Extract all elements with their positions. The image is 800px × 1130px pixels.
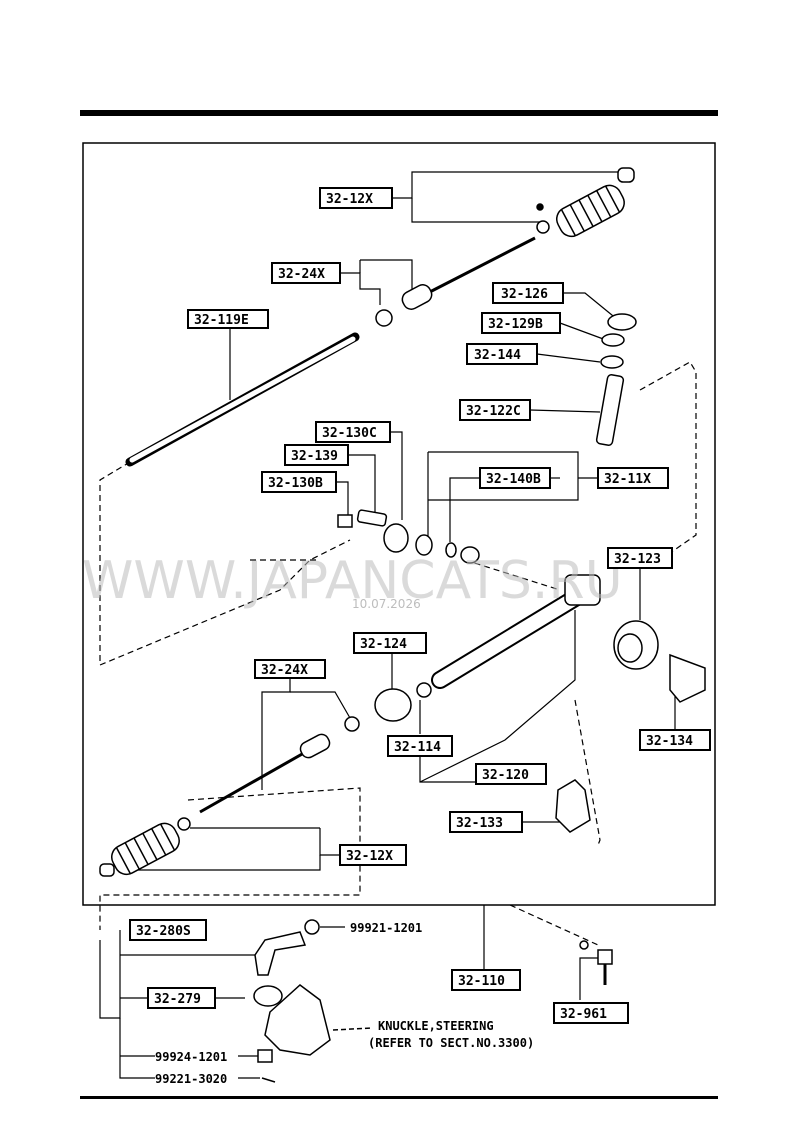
tie-rod-bottom — [199, 743, 319, 814]
text-99221-3020: 99221-3020 — [155, 1072, 227, 1086]
label-32-12x-top: 32-12X — [326, 192, 373, 207]
part-drawings — [99, 167, 706, 1083]
spring — [415, 534, 433, 556]
clip-bottom — [99, 863, 115, 877]
lock-nut-top — [375, 309, 393, 327]
bearing — [601, 333, 625, 347]
dust-boot-bottom — [111, 822, 180, 876]
label-32-24x-top: 32-24X — [278, 267, 325, 282]
mount-boot — [374, 688, 412, 722]
label-32-961: 32-961 — [560, 1007, 607, 1022]
top-rule — [80, 110, 718, 116]
tie-rod-end — [254, 931, 307, 976]
lock-nut-bottom — [344, 716, 360, 732]
nut-99924 — [257, 1049, 273, 1063]
label-32-134: 32-134 — [646, 734, 693, 749]
dashed-leader-lines — [99, 361, 697, 946]
label-32-120: 32-120 — [482, 768, 529, 783]
label-32-126: 32-126 — [501, 287, 548, 302]
cotter-pin — [261, 1077, 276, 1083]
dust-boot-top — [556, 184, 625, 238]
o-ring — [445, 542, 457, 558]
label-32-280s: 32-280S — [136, 924, 191, 939]
nut-99921 — [304, 919, 320, 935]
lock-nut-yoke — [337, 514, 353, 528]
mount-bracket — [669, 653, 706, 703]
pinion — [595, 374, 625, 446]
dust-seal — [253, 985, 283, 1007]
mount-bracket-left — [555, 779, 591, 833]
label-32-130b: 32-130B — [268, 476, 323, 491]
label-32-139: 32-139 — [291, 449, 338, 464]
label-32-123: 32-123 — [614, 552, 661, 567]
label-32-119e: 32-119E — [194, 313, 249, 328]
yoke — [460, 546, 480, 564]
knuckle — [264, 984, 331, 1056]
label-32-124: 32-124 — [360, 637, 407, 652]
text-refer-section: (REFER TO SECT.NO.3300) — [368, 1036, 534, 1050]
text-99924-1201: 99924-1201 — [155, 1050, 227, 1064]
label-32-144: 32-144 — [474, 348, 521, 363]
label-boxes — [129, 187, 711, 1024]
oil-seal — [607, 313, 637, 331]
housing-head — [564, 574, 601, 606]
label-32-140b: 32-140B — [486, 472, 541, 487]
label-32-129b: 32-129B — [488, 317, 543, 332]
label-32-110: 32-110 — [458, 974, 505, 989]
label-32-279: 32-279 — [154, 992, 201, 1007]
adjusting-screw — [356, 509, 388, 527]
label-32-11x: 32-11X — [604, 472, 651, 487]
label-texts: 32-12X 32-24X 32-119E 32-126 32-129B 32-… — [136, 192, 693, 1086]
bolt-head — [597, 949, 613, 965]
washer — [600, 355, 624, 369]
text-99921-1201: 99921-1201 — [350, 921, 422, 935]
bushing — [416, 682, 432, 698]
text-knuckle-steering: KNUCKLE,STEERING — [378, 1019, 494, 1033]
label-32-114: 32-114 — [394, 740, 441, 755]
label-32-130c: 32-130C — [322, 426, 377, 441]
bottom-rule — [80, 1096, 718, 1099]
leader-lines — [99, 171, 676, 1079]
label-32-122c: 32-122C — [466, 404, 521, 419]
band-bottom — [177, 817, 191, 831]
clip-top — [617, 167, 635, 183]
label-32-24x-bottom: 32-24X — [261, 663, 308, 678]
yoke-plug — [383, 523, 409, 553]
label-32-133: 32-133 — [456, 816, 503, 831]
knuckle-arrow — [332, 1027, 373, 1031]
diagram-frame — [82, 142, 716, 906]
watermark-date: 10.07.2026 — [352, 597, 421, 611]
watermark: WWW.JAPANCATS.RU — [82, 551, 623, 611]
label-32-12x-bottom: 32-12X — [346, 849, 393, 864]
tie-rod-top — [419, 236, 536, 299]
band-top — [536, 220, 550, 234]
